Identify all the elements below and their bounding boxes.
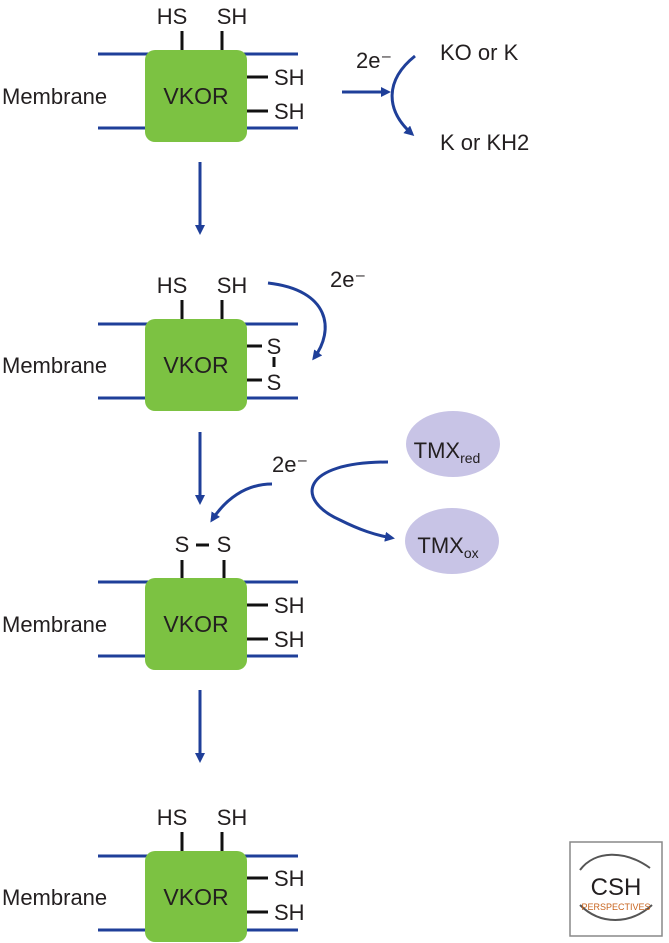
side-lower-thiol: SH <box>274 900 305 925</box>
top-left-thiol: HS <box>157 4 188 29</box>
tmx-oxidation-arrow <box>310 460 395 542</box>
product-label: K or KH2 <box>440 130 529 155</box>
top-right-sulfur: S <box>217 532 232 557</box>
side-upper-thiol: SH <box>274 65 305 90</box>
internal-electron-arrow <box>267 281 327 361</box>
side-lower-sulfur: S <box>267 370 282 395</box>
top-left-thiol: HS <box>157 805 188 830</box>
vkor-enzyme-box <box>145 851 247 942</box>
vkor-state-4: VKOR Membrane HS SH SH SH <box>2 805 305 942</box>
electron-donation-arrow <box>210 482 273 523</box>
dna-helix-icon <box>579 853 651 871</box>
side-lower-thiol: SH <box>274 99 305 124</box>
vkor-state-3: VKOR Membrane S S SH SH <box>2 532 305 670</box>
top-right-thiol: SH <box>217 4 248 29</box>
membrane-label: Membrane <box>2 353 107 378</box>
membrane-label: Membrane <box>2 84 107 109</box>
logo-csh-text: CSH <box>591 874 642 901</box>
side-upper-thiol: SH <box>274 866 305 891</box>
csh-perspectives-logo: CSH PERSPECTIVES <box>569 841 663 937</box>
membrane-label: Membrane <box>2 885 107 910</box>
reaction-1: 2e⁻ KO or K K or KH2 <box>342 40 529 155</box>
substrate-label: KO or K <box>440 40 519 65</box>
side-lower-thiol: SH <box>274 627 305 652</box>
side-upper-thiol: SH <box>274 593 305 618</box>
vkor-label: VKOR <box>163 611 228 637</box>
dna-helix-lower-icon <box>579 904 653 921</box>
side-upper-sulfur: S <box>267 334 282 359</box>
electrons-label: 2e⁻ <box>330 267 366 292</box>
curved-conversion-arrow <box>390 54 416 136</box>
top-right-thiol: SH <box>217 273 248 298</box>
tmx-oxidized-label: TMXox <box>417 533 478 561</box>
tmx-reduced-ellipse <box>406 411 500 477</box>
transfer-3: TMXred TMXox 2e⁻ <box>210 411 500 574</box>
electrons-label: 2e⁻ <box>272 452 308 477</box>
top-left-thiol: HS <box>157 273 188 298</box>
vkor-label: VKOR <box>163 352 228 378</box>
vkor-state-1: VKOR Membrane HS SH SH SH <box>2 4 305 142</box>
tmx-oxidized-ellipse <box>405 508 499 574</box>
top-right-thiol: SH <box>217 805 248 830</box>
membrane-label: Membrane <box>2 612 107 637</box>
vkor-state-2: VKOR Membrane HS SH S S <box>2 273 298 411</box>
tmx-reduced-label: TMXred <box>414 438 481 466</box>
transfer-2: 2e⁻ <box>267 267 366 361</box>
vkor-label: VKOR <box>163 884 228 910</box>
electrons-label: 2e⁻ <box>356 48 392 73</box>
logo-perspectives-text: PERSPECTIVES <box>581 902 650 912</box>
vkor-enzyme-box <box>145 578 247 670</box>
vkor-enzyme-box <box>145 50 247 142</box>
vkor-enzyme-box <box>145 319 247 411</box>
top-left-sulfur: S <box>175 532 190 557</box>
vkor-label: VKOR <box>163 83 228 109</box>
